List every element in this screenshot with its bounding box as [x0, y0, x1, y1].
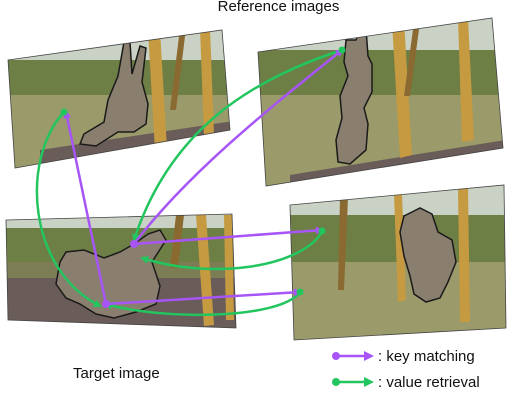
endpoint-dot — [102, 300, 110, 308]
purple-arrow-icon — [332, 351, 374, 361]
key-matching-arrows — [63, 48, 344, 306]
key-arrow-target-to-ref1 — [63, 110, 108, 305]
reference-image-2 — [258, 18, 503, 186]
endpoint-dot — [318, 227, 326, 235]
endpoint-dot — [338, 46, 346, 54]
value-retrieval-arrows — [35, 48, 343, 317]
reference-image-3 — [290, 185, 506, 340]
key-arrow-target-to-ref3-upper — [133, 226, 324, 246]
value-arrow-ref1-to-target — [35, 111, 102, 308]
arrow-endpoints — [60, 46, 346, 308]
endpoint-dot — [60, 108, 68, 116]
value-arrow-ref2-to-target — [132, 48, 343, 242]
legend-key-matching-label: : key matching — [378, 347, 475, 365]
endpoint-dot — [296, 288, 304, 296]
value-arrow-ref3-lower-to-target — [104, 291, 302, 317]
reference-images-title: Reference images — [217, 0, 340, 15]
legend-key-matching: : key matching — [330, 346, 475, 366]
legend-value-retrieval-label: : value retrieval — [378, 373, 480, 391]
green-arrow-icon — [332, 377, 374, 387]
key-arrow-target-to-ref2 — [133, 48, 344, 245]
endpoint-dot — [130, 240, 138, 248]
key-arrow-target-to-ref3-lower — [105, 288, 302, 306]
target-image-title: Target image — [73, 365, 160, 382]
value-arrow-ref3-upper-to-target — [140, 231, 324, 271]
legend-value-retrieval: : value retrieval — [330, 372, 480, 392]
